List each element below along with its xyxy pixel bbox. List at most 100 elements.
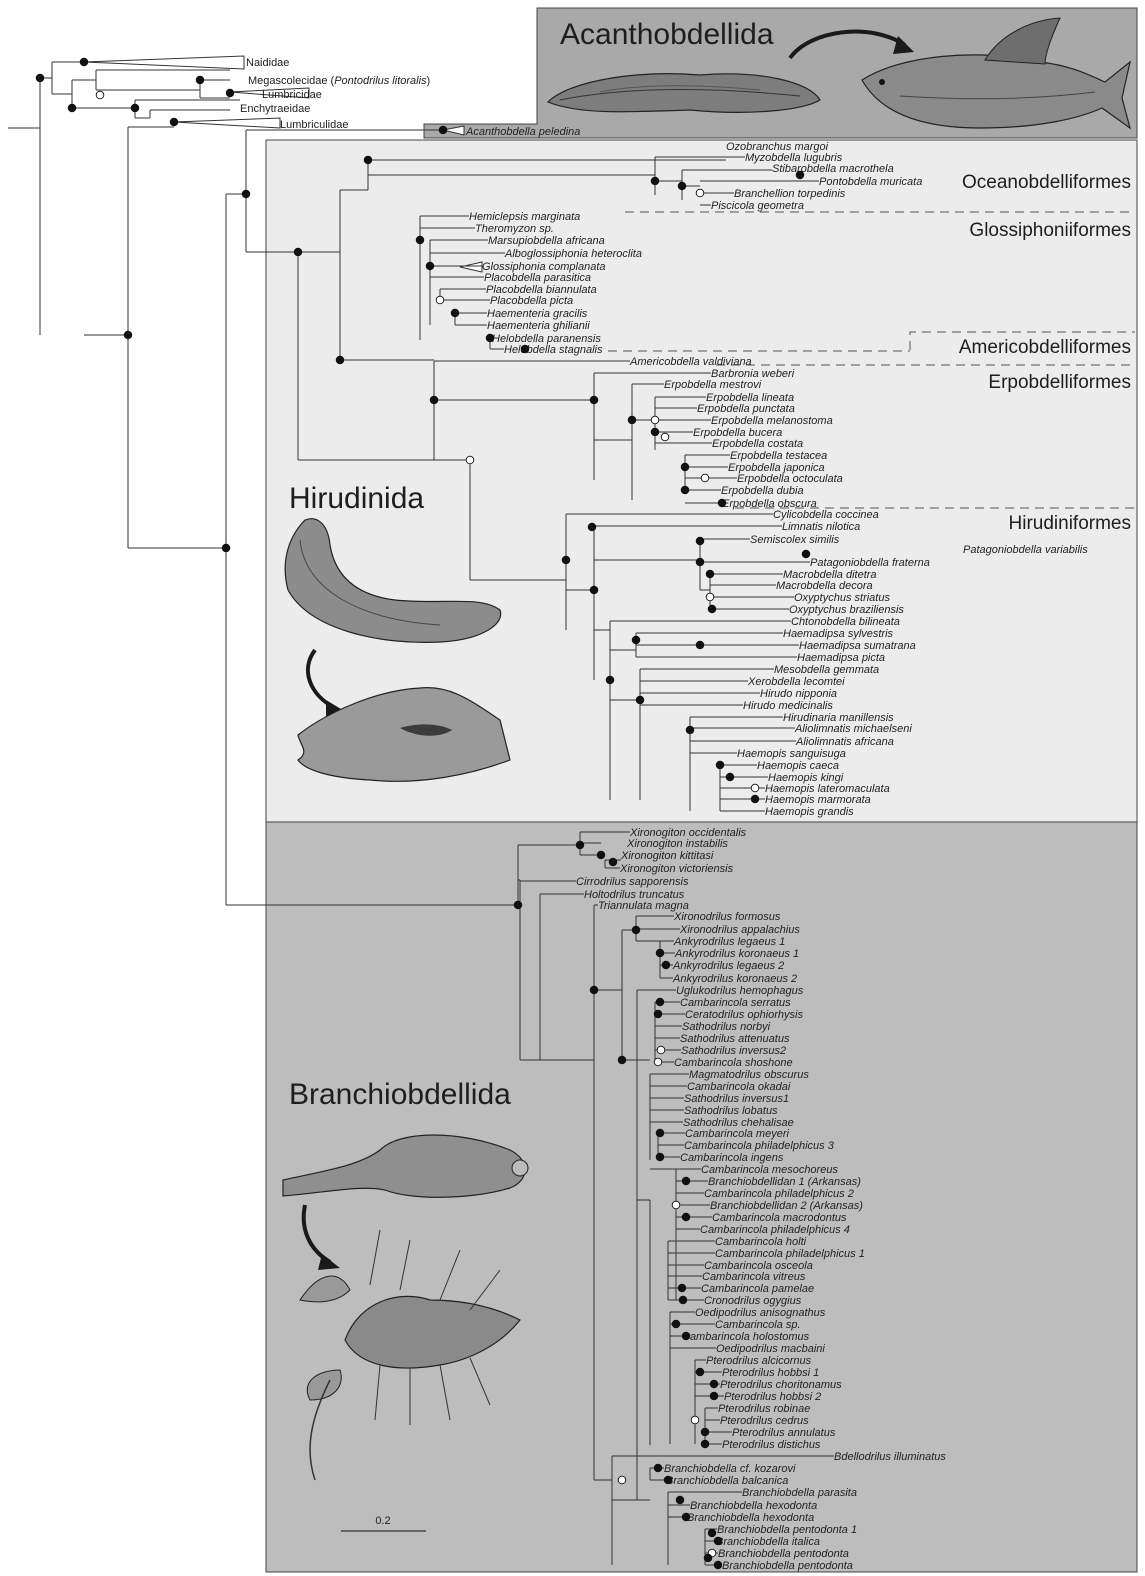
branch xyxy=(719,764,768,812)
node-filled xyxy=(627,415,637,425)
tip-label: Sathodrilus norbyi xyxy=(682,1021,771,1033)
node-open xyxy=(650,415,660,425)
node-filled xyxy=(681,1176,691,1186)
branch xyxy=(654,156,745,195)
node-filled xyxy=(680,462,690,472)
tip-label: Cambarincola philadelphicus 2 xyxy=(704,1188,854,1200)
node-filled xyxy=(608,857,618,867)
branch xyxy=(199,79,230,99)
tip-label: Branchiobdella cf. kozarovi xyxy=(664,1463,796,1475)
node-filled xyxy=(695,640,705,650)
outgroup-label: Enchytraeidae xyxy=(240,103,310,115)
tip-label: Cambarincola macrodontus xyxy=(712,1212,847,1224)
tip-label: Ceratodrilus ophiorhysis xyxy=(685,1009,803,1021)
node-filled xyxy=(653,1009,663,1019)
outgroup-label: Megascolecidae (Pontodrilus litoralis) xyxy=(248,75,430,87)
tip-label: Ankyrodrilus legaeus 1 xyxy=(673,936,785,948)
branch xyxy=(694,1359,724,1444)
tip-label: Branchiobdellidan 2 (Arkansas) xyxy=(710,1200,863,1212)
outgroup-label: Acanthobdella peledina xyxy=(465,126,580,138)
tip-label: Cambarincola philadelphicus 1 xyxy=(715,1248,865,1260)
tip-label: Pterodrilus distichus xyxy=(722,1439,821,1451)
branchiobdellid-worm-illustration xyxy=(282,1134,529,1198)
branch xyxy=(149,109,230,118)
leech-illustration xyxy=(284,518,502,643)
node-filled xyxy=(705,569,715,579)
collapsed-clades xyxy=(83,55,483,273)
branch xyxy=(675,1169,712,1300)
tip-label: Marsupiobdella africana xyxy=(488,235,605,247)
tip-label: Cambarincola mesochoreus xyxy=(701,1164,838,1176)
node-open xyxy=(671,1200,681,1210)
tip-label: Haemopis grandis xyxy=(765,806,854,818)
node-filled xyxy=(695,1367,705,1377)
node-filled xyxy=(681,1512,691,1522)
branch xyxy=(659,940,675,979)
tip-label: Ozobranchus margoi xyxy=(726,141,829,153)
node-open xyxy=(660,432,670,442)
node-filled xyxy=(671,1319,681,1329)
node-filled xyxy=(485,333,495,343)
node-filled xyxy=(678,1295,688,1305)
node-filled xyxy=(680,485,690,495)
tip-label: Pterodrilus choritonamus xyxy=(720,1379,842,1391)
tip-label: Chtonobdella bilineata xyxy=(791,616,900,628)
tip-label: Oedipodrilus anisognathus xyxy=(695,1307,826,1319)
node-filled xyxy=(717,498,727,508)
tip-label: Haemopis marmorata xyxy=(765,794,871,806)
node-filled xyxy=(438,125,448,135)
tip-label: Placobdella parasitica xyxy=(484,272,591,284)
node-open xyxy=(690,1415,700,1425)
node-filled xyxy=(631,925,641,935)
tip-label: Cambarincola osceola xyxy=(704,1260,813,1272)
node-filled xyxy=(695,557,705,567)
lumbriculidae-triangle xyxy=(173,117,281,129)
tip-label: Haementeria gracilis xyxy=(487,308,588,320)
node-filled xyxy=(709,1379,719,1389)
glossiphonia-triangle xyxy=(459,261,483,273)
node-filled xyxy=(703,1553,713,1563)
hand-host-illustration xyxy=(297,687,511,782)
node-filled xyxy=(700,1439,710,1449)
tip-label: Xironogiton instabilis xyxy=(626,838,728,850)
node-filled xyxy=(715,760,725,770)
node-filled xyxy=(707,1528,717,1538)
node-filled xyxy=(429,395,439,405)
node-filled xyxy=(589,985,599,995)
node-filled xyxy=(709,1391,719,1401)
panel-branchiobdellida xyxy=(265,821,1138,1573)
tip-label: Haemopis lateromaculata xyxy=(765,783,890,795)
tip-label: Sathodrilus chehalisae xyxy=(683,1117,794,1129)
branch xyxy=(297,251,434,461)
tip-label: Branchiobdella hexodonta xyxy=(687,1512,814,1524)
naididae-triangle xyxy=(83,55,245,70)
outgroup-label: Lumbricidae xyxy=(262,89,322,101)
label-glossiphoniiformes: Glossiphoniiformes xyxy=(969,220,1131,241)
tip-label: Erpobdella lineata xyxy=(706,392,794,404)
branch xyxy=(71,79,100,109)
node-open xyxy=(705,592,715,602)
tip-label: Magmatodrilus obscurus xyxy=(689,1069,809,1081)
node-filled xyxy=(650,427,660,437)
tip-label: Placobdella biannulata xyxy=(486,284,597,296)
tip-label: Piscicola geometra xyxy=(711,200,804,212)
node-filled xyxy=(587,522,597,532)
label-hirudiniformes: Hirudiniformes xyxy=(1009,513,1131,534)
branch xyxy=(433,360,630,461)
tip-label: Glossiphonia complanata xyxy=(482,261,606,273)
tip-label: Cambarincola ingens xyxy=(680,1152,784,1164)
node-filled xyxy=(801,549,811,559)
tip-label: Cambarincola holti xyxy=(715,1236,807,1248)
tip-label: Pterodrilus cedrus xyxy=(720,1415,809,1427)
node-filled xyxy=(663,1475,673,1485)
tip-label: Theromyzon sp. xyxy=(475,223,554,235)
tip-label: Erpobdella octoculata xyxy=(737,473,843,485)
node-open xyxy=(695,188,705,198)
tip-label: Erpobdella japonica xyxy=(728,462,825,474)
arrow-to-fish-icon xyxy=(788,29,914,60)
tip-label: Oxyptychus braziliensis xyxy=(789,604,904,616)
tip-label: Erpobdella testacea xyxy=(730,450,827,462)
tip-label: Cambarincola sp. xyxy=(715,1319,801,1331)
branch xyxy=(593,372,711,480)
